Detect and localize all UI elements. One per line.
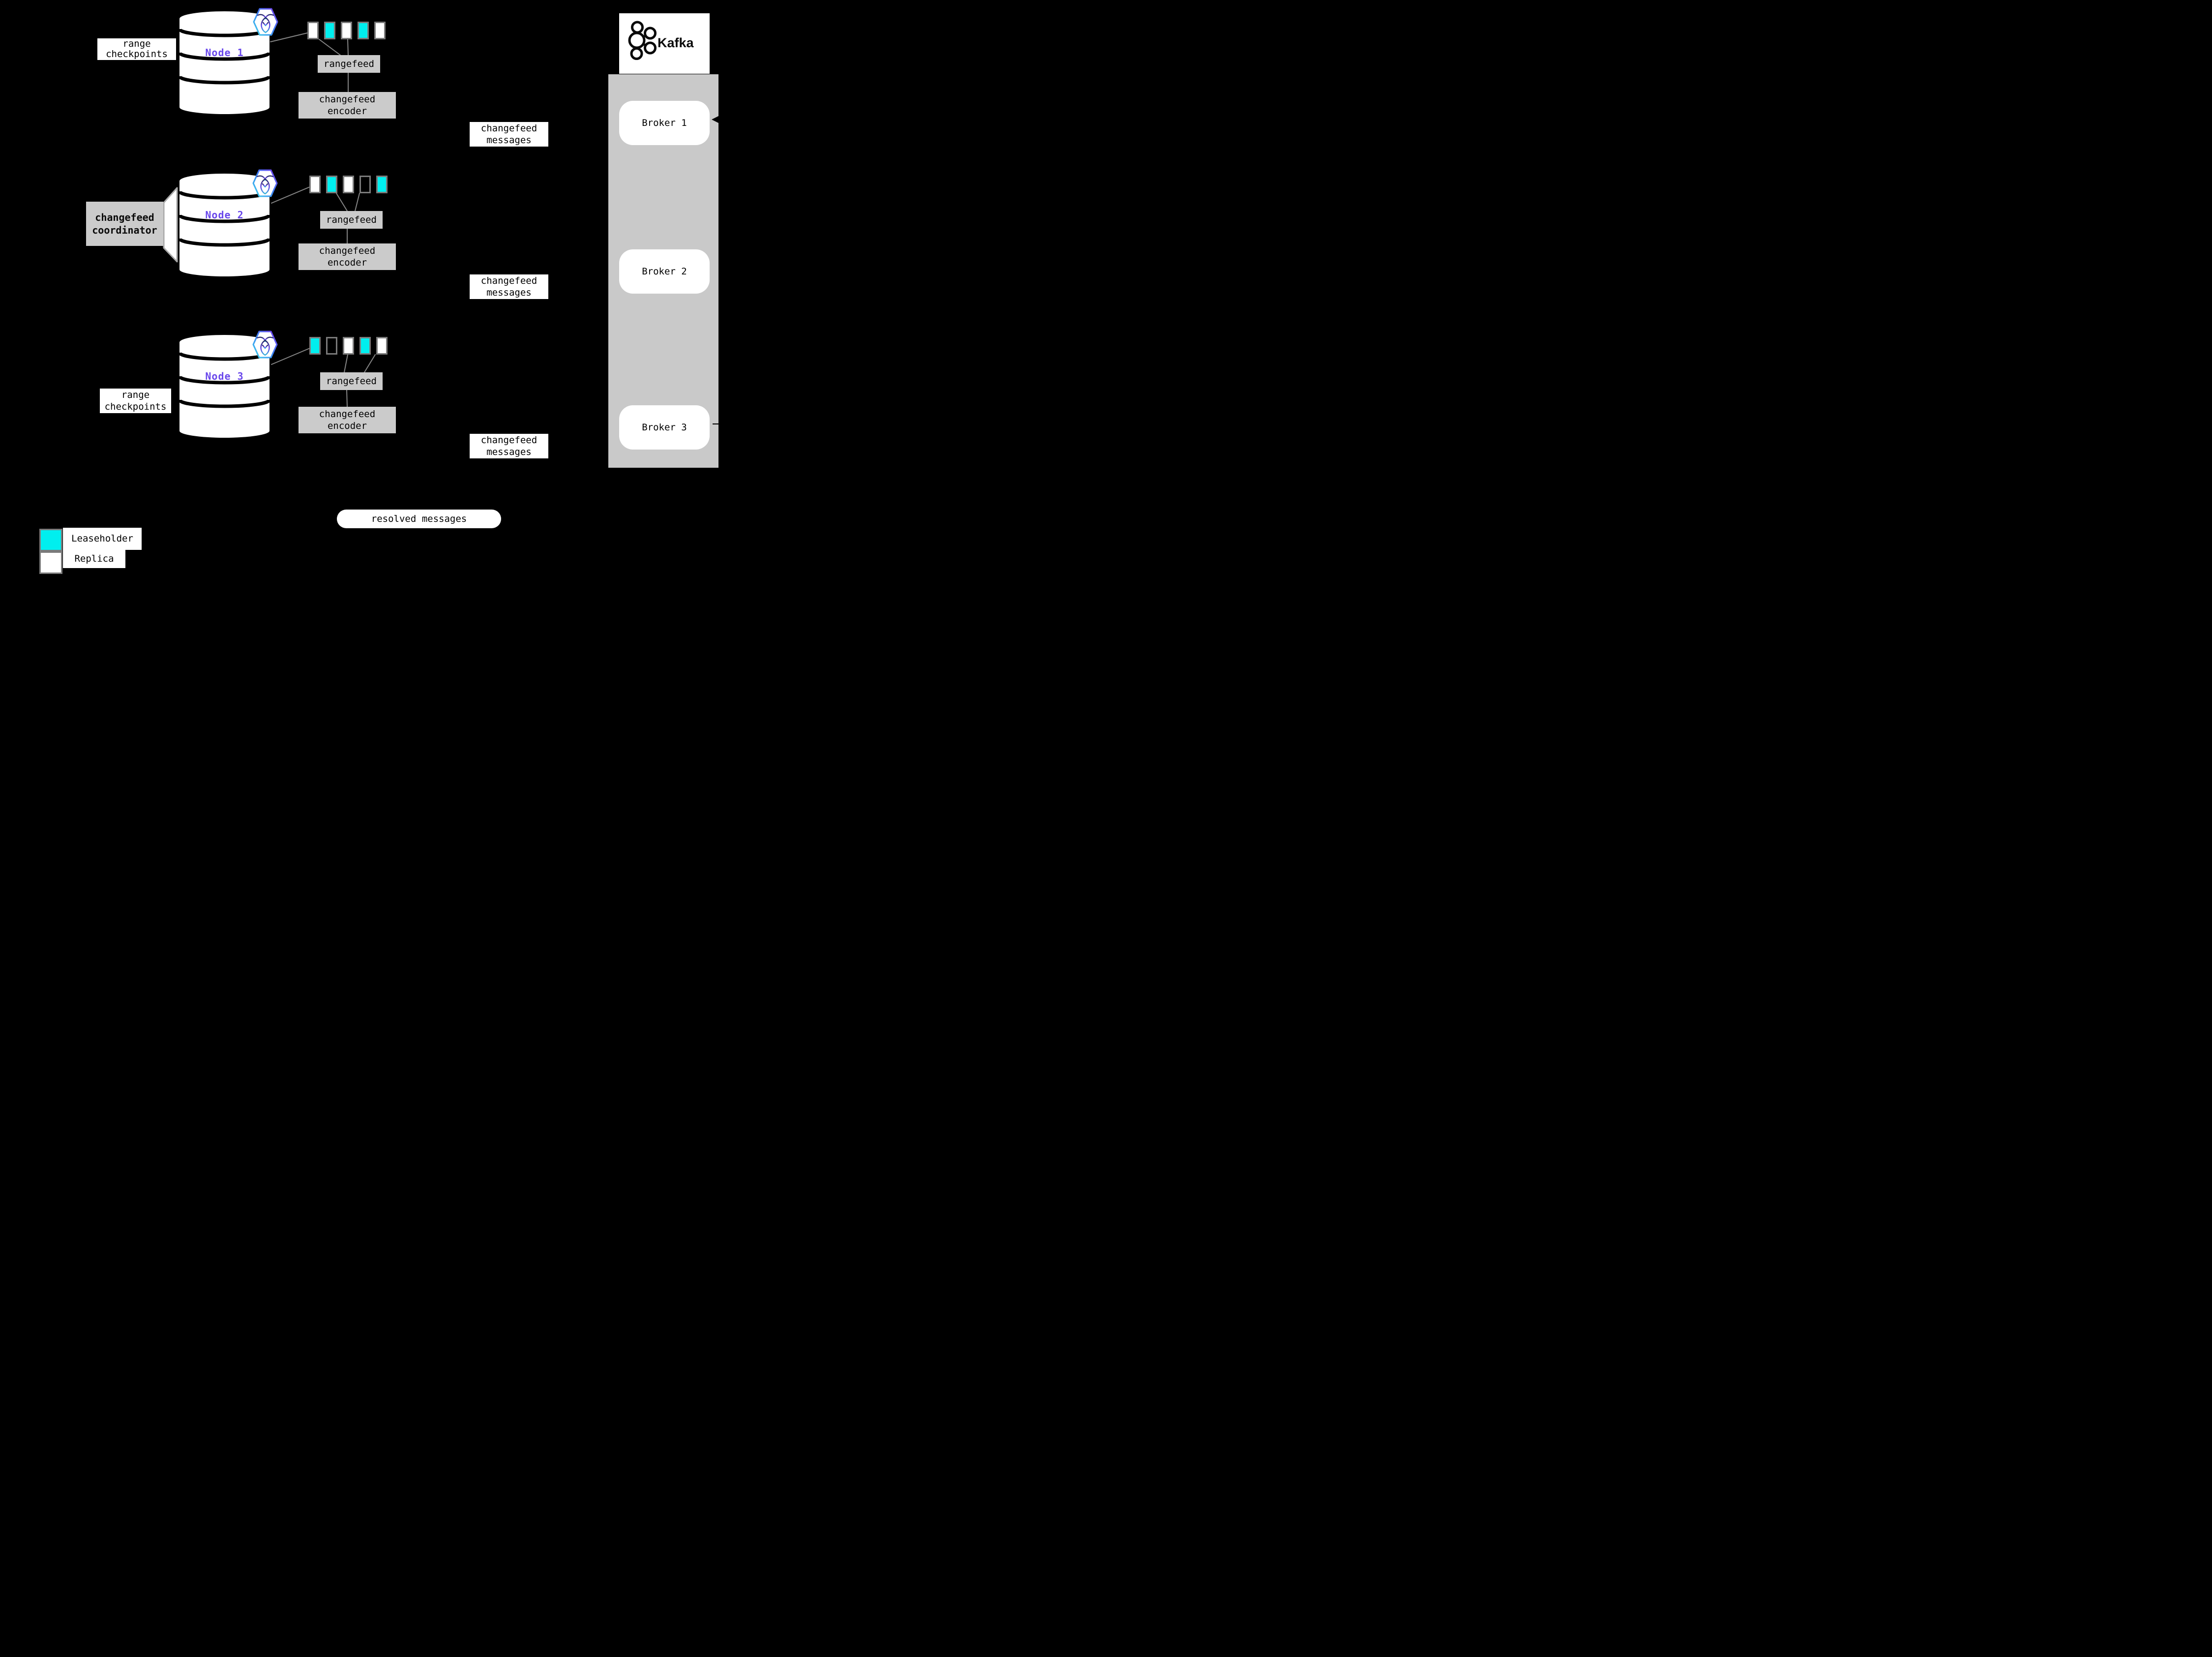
range-square-leaseholder bbox=[309, 337, 321, 355]
cockroachdb-logo-icon bbox=[252, 331, 278, 359]
node-1-changefeed-encoder-box: changefeed encoder bbox=[299, 92, 396, 119]
range-square-replica bbox=[343, 337, 354, 355]
coordinator-flag bbox=[163, 187, 178, 263]
node-3-label: Node 3 bbox=[205, 370, 244, 382]
broker-3: Broker 3 bbox=[619, 405, 710, 450]
cockroachdb-logo-icon bbox=[252, 169, 278, 197]
changefeed-coordinator-label: changefeed coordinator bbox=[86, 202, 163, 246]
range-checkpoints-label-2: range checkpoints bbox=[100, 389, 171, 413]
changefeed-messages-label-2: changefeed messages bbox=[470, 274, 548, 299]
node-3-database-cylinder-icon bbox=[179, 335, 269, 438]
range-square-leaseholder bbox=[358, 22, 369, 39]
kafka-logo-box: Kafka bbox=[619, 13, 710, 74]
changefeed-messages-label-3: changefeed messages bbox=[470, 434, 548, 458]
kafka-broker-container: Broker 1 Broker 2 Broker 3 bbox=[608, 74, 718, 468]
legend-replica-label: Replica bbox=[63, 550, 125, 568]
broker-1: Broker 1 bbox=[619, 101, 710, 145]
kafka-title: Kafka bbox=[658, 35, 694, 50]
range-square-leaseholder bbox=[324, 22, 335, 39]
legend-leaseholder-swatch bbox=[39, 529, 62, 551]
range-square-leaseholder bbox=[326, 176, 337, 193]
broker-2: Broker 2 bbox=[619, 249, 710, 294]
resolved-messages-arrow-fragment bbox=[713, 423, 718, 424]
changefeed-messages-label-1: changefeed messages bbox=[470, 122, 548, 147]
node-1-database-cylinder-icon bbox=[179, 11, 269, 114]
range-square-replica bbox=[374, 22, 386, 39]
cockroachdb-logo-icon bbox=[253, 8, 278, 36]
node-3-ranges bbox=[309, 337, 388, 355]
node-2-changefeed-encoder-box: changefeed encoder bbox=[299, 243, 396, 270]
node-1-rangefeed-box: rangefeed bbox=[318, 55, 380, 73]
connector-lines bbox=[163, 32, 376, 407]
legend-replica-swatch bbox=[39, 551, 62, 574]
node-1-ranges bbox=[307, 22, 386, 39]
range-square-replica bbox=[376, 337, 388, 355]
changefeed-architecture-diagram: range checkpoints Node 1 rangefeed chang… bbox=[0, 0, 771, 577]
changefeed-messages-arrowhead bbox=[712, 116, 718, 123]
node-2-rangefeed-box: rangefeed bbox=[320, 211, 383, 229]
node-2-ranges bbox=[309, 176, 388, 193]
node-3-changefeed-encoder-box: changefeed encoder bbox=[299, 407, 396, 433]
range-square-none bbox=[326, 337, 337, 355]
range-square-replica bbox=[341, 22, 352, 39]
range-square-replica bbox=[307, 22, 319, 39]
legend-leaseholder-label: Leaseholder bbox=[63, 528, 142, 550]
range-checkpoints-label-1: range checkpoints bbox=[97, 38, 176, 60]
kafka-logo-icon bbox=[628, 21, 657, 60]
range-square-none bbox=[359, 176, 371, 193]
node-2-label: Node 2 bbox=[205, 209, 244, 221]
range-square-replica bbox=[343, 176, 354, 193]
resolved-messages-label: resolved messages bbox=[337, 510, 501, 528]
range-square-replica bbox=[309, 176, 321, 193]
node-1-label: Node 1 bbox=[205, 47, 244, 59]
range-square-leaseholder bbox=[376, 176, 388, 193]
range-square-leaseholder bbox=[359, 337, 371, 355]
node-3-rangefeed-box: rangefeed bbox=[320, 372, 383, 390]
